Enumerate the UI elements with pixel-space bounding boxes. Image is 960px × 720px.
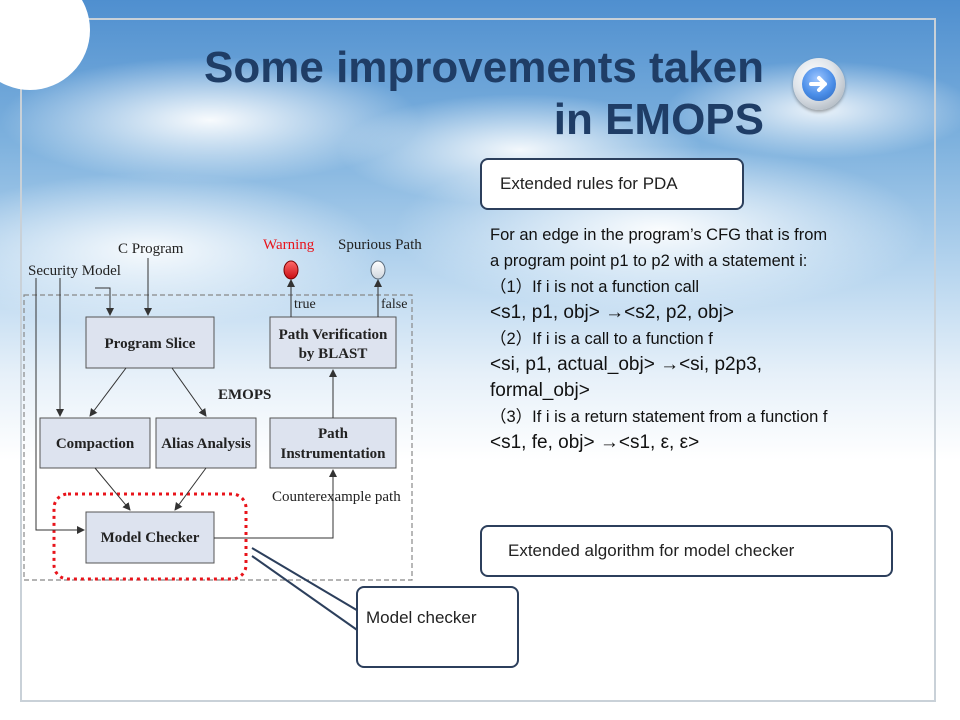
next-arrow-button[interactable] xyxy=(793,58,845,110)
alias-analysis-label: Alias Analysis xyxy=(161,436,251,452)
emops-label: EMOPS xyxy=(218,387,271,403)
compaction-box xyxy=(39,417,151,469)
rule-2-line-1: <si, p1, actual_obj> →<si, p2p3, xyxy=(490,354,762,375)
callout-model-checker: Model checker xyxy=(356,586,519,668)
path-instrumentation-label-2: Instrumentation xyxy=(280,446,386,462)
security-model-label: Security Model xyxy=(28,263,121,279)
compaction-label: Compaction xyxy=(56,436,135,452)
rule-1: <s1, p1, obj> →<s2, p2, obj> xyxy=(490,302,735,323)
callout-pda-label: Extended rules for PDA xyxy=(500,174,678,193)
rule-3: <s1, fe, obj> →<s1, ε, ε> xyxy=(490,432,700,453)
spurious-path-label: Spurious Path xyxy=(338,237,422,253)
program-slice-box xyxy=(85,316,215,369)
pda-rules-text: For an edge in the program’s CFG that is… xyxy=(490,222,940,456)
program-slice-label: Program Slice xyxy=(105,336,196,352)
emops-boundary xyxy=(23,294,413,581)
title-line-1: Some improvements taken xyxy=(204,43,764,92)
callout-model-checker-algorithm: Extended algorithm for model checker xyxy=(480,525,893,577)
path-verification-box xyxy=(269,316,397,369)
callout-model-checker-label: Model checker xyxy=(366,608,477,627)
title-line-2: in EMOPS xyxy=(553,95,764,144)
rule-2-condition: （2）If i is a call to a function f xyxy=(490,330,713,348)
rules-intro-line-1: For an edge in the program’s CFG that is… xyxy=(490,226,828,244)
rules-intro-line-2: a program point p1 to p2 with a statemen… xyxy=(490,252,808,270)
slide-title: Some improvements taken in EMOPS xyxy=(100,42,764,146)
arrow-modelchecker-instrumentation xyxy=(214,469,337,539)
path-verification-label-2: by BLAST xyxy=(299,346,368,362)
path-verification-label-1: Path Verification xyxy=(279,327,388,343)
callout-pointer-line xyxy=(251,555,361,633)
true-label: true xyxy=(294,297,316,312)
rule-3-condition: （3）If i is a return statement from a fun… xyxy=(490,408,828,426)
callout-pointer-line xyxy=(251,547,361,613)
model-checker-box xyxy=(85,511,215,564)
warning-ball xyxy=(283,260,299,280)
callout-model-checker-algorithm-label: Extended algorithm for model checker xyxy=(508,541,795,560)
arrow-slice-compaction xyxy=(89,367,127,417)
alias-analysis-box xyxy=(155,417,257,469)
slide-frame xyxy=(20,18,936,702)
counterexample-label: Counterexample path xyxy=(272,489,401,505)
rule-2-line-2: formal_obj> xyxy=(490,380,590,401)
arrow-alias-modelchecker xyxy=(174,467,207,511)
arrow-security-modelchecker xyxy=(35,278,85,534)
warning-label: Warning xyxy=(263,237,315,253)
model-checker-box-label: Model Checker xyxy=(101,530,200,546)
arrow-right-icon xyxy=(802,67,836,101)
c-program-label: C Program xyxy=(118,241,184,257)
arrow-security-slice xyxy=(95,287,114,316)
rule-1-condition: （1）If i is not a function call xyxy=(490,278,700,296)
spurious-path-ball xyxy=(370,260,386,280)
arrow-compaction-modelchecker xyxy=(94,467,131,511)
path-instrumentation-label-1: Path xyxy=(318,426,349,442)
false-label: false xyxy=(381,297,407,312)
arrow-slice-alias xyxy=(171,367,207,417)
callout-pda: Extended rules for PDA xyxy=(480,158,744,210)
